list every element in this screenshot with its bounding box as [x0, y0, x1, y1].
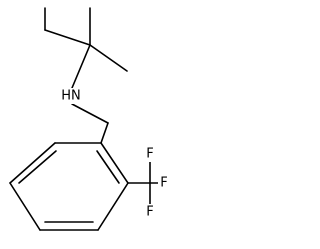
ring-bond-5: [97, 182, 129, 231]
ring-bond-2: [9, 142, 56, 184]
f-right-label-background: [158, 175, 170, 191]
nh-label-background: [58, 88, 84, 104]
benzene-ring: [9, 142, 129, 231]
ring-bond-6: [100, 142, 129, 184]
f-top-label: F: [146, 147, 153, 162]
bond-nitrogen-ch2: [71, 103, 109, 124]
f-top-label-background: [144, 146, 156, 162]
bond-ch2-quaternary-c: [44, 29, 91, 46]
nh-label: HN: [61, 89, 81, 104]
tert-amyl-group: [44, 7, 128, 89]
trifluoromethyl-group: [127, 159, 161, 207]
chemical-structure: HN F F F: [9, 7, 170, 231]
bond-quaternary-c-methyl-right: [89, 44, 128, 72]
f-bottom-label: F: [146, 205, 153, 220]
ring-double-bond-inner-1: [18, 150, 57, 184]
bond-ch2-ring: [100, 122, 109, 144]
bond-quaternary-c-nitrogen: [71, 44, 91, 89]
f-bottom-label-background: [144, 204, 156, 220]
ring-bond-3: [9, 182, 41, 231]
ring-double-bond-inner-3: [96, 150, 120, 184]
f-right-label: F: [160, 176, 167, 191]
